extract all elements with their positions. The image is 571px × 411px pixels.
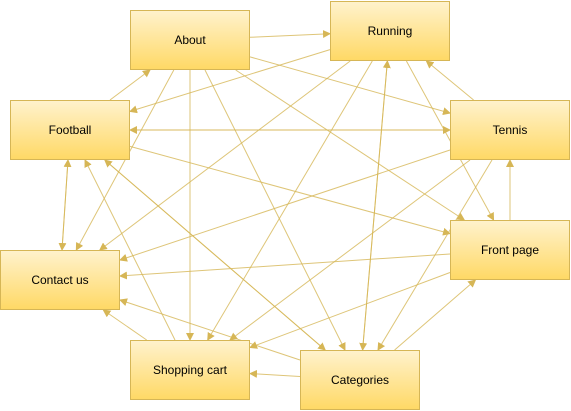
node-label: Tennis bbox=[492, 123, 528, 137]
node-about[interactable]: About bbox=[130, 10, 250, 70]
edge-shopping-cart-to-contact-us bbox=[102, 309, 147, 341]
edge-running-to-contact-us bbox=[99, 60, 351, 251]
edge-about-to-categories bbox=[204, 69, 346, 351]
node-label: Football bbox=[48, 123, 92, 137]
node-label: Contact us bbox=[31, 273, 89, 287]
edge-running-to-shopping-cart bbox=[207, 60, 373, 341]
edge-categories-to-shopping-cart bbox=[249, 369, 301, 378]
edge-front-page-to-contact-us bbox=[119, 253, 451, 280]
node-label: About bbox=[174, 33, 206, 47]
edge-tennis-to-running bbox=[425, 60, 474, 101]
edge-categories-to-football bbox=[104, 159, 326, 351]
node-label: Running bbox=[367, 24, 413, 38]
edge-football-to-about bbox=[109, 69, 151, 101]
edge-about-to-front-page bbox=[235, 69, 466, 221]
node-label: Categories bbox=[330, 373, 390, 387]
node-running[interactable]: Running bbox=[330, 1, 450, 61]
edge-categories-to-front-page bbox=[394, 279, 477, 351]
edge-football-to-front-page bbox=[129, 145, 451, 236]
edge-running-to-football bbox=[129, 49, 331, 114]
edge-categories-to-contact-us bbox=[119, 298, 301, 361]
node-categories[interactable]: Categories bbox=[300, 350, 420, 410]
node-shopping-cart[interactable]: Shopping cart bbox=[130, 340, 250, 400]
node-tennis[interactable]: Tennis bbox=[450, 100, 570, 160]
edge-categories-to-running bbox=[362, 60, 391, 351]
node-front-page[interactable]: Front page bbox=[450, 220, 570, 280]
edge-about-to-running bbox=[249, 30, 331, 39]
edge-about-to-tennis bbox=[249, 56, 451, 116]
edge-about-to-contact-us bbox=[75, 69, 175, 251]
edge-shopping-cart-to-football bbox=[84, 159, 176, 341]
edge-front-page-to-shopping-cart bbox=[249, 272, 451, 349]
node-label: Front page bbox=[480, 243, 540, 257]
node-label: Shopping cart bbox=[152, 363, 228, 377]
node-football[interactable]: Football bbox=[10, 100, 130, 160]
node-contact-us[interactable]: Contact us bbox=[0, 250, 120, 310]
edge-tennis-to-shopping-cart bbox=[229, 159, 471, 341]
edge-tennis-to-contact-us bbox=[119, 149, 451, 262]
edge-contact-us-to-football bbox=[61, 159, 72, 251]
